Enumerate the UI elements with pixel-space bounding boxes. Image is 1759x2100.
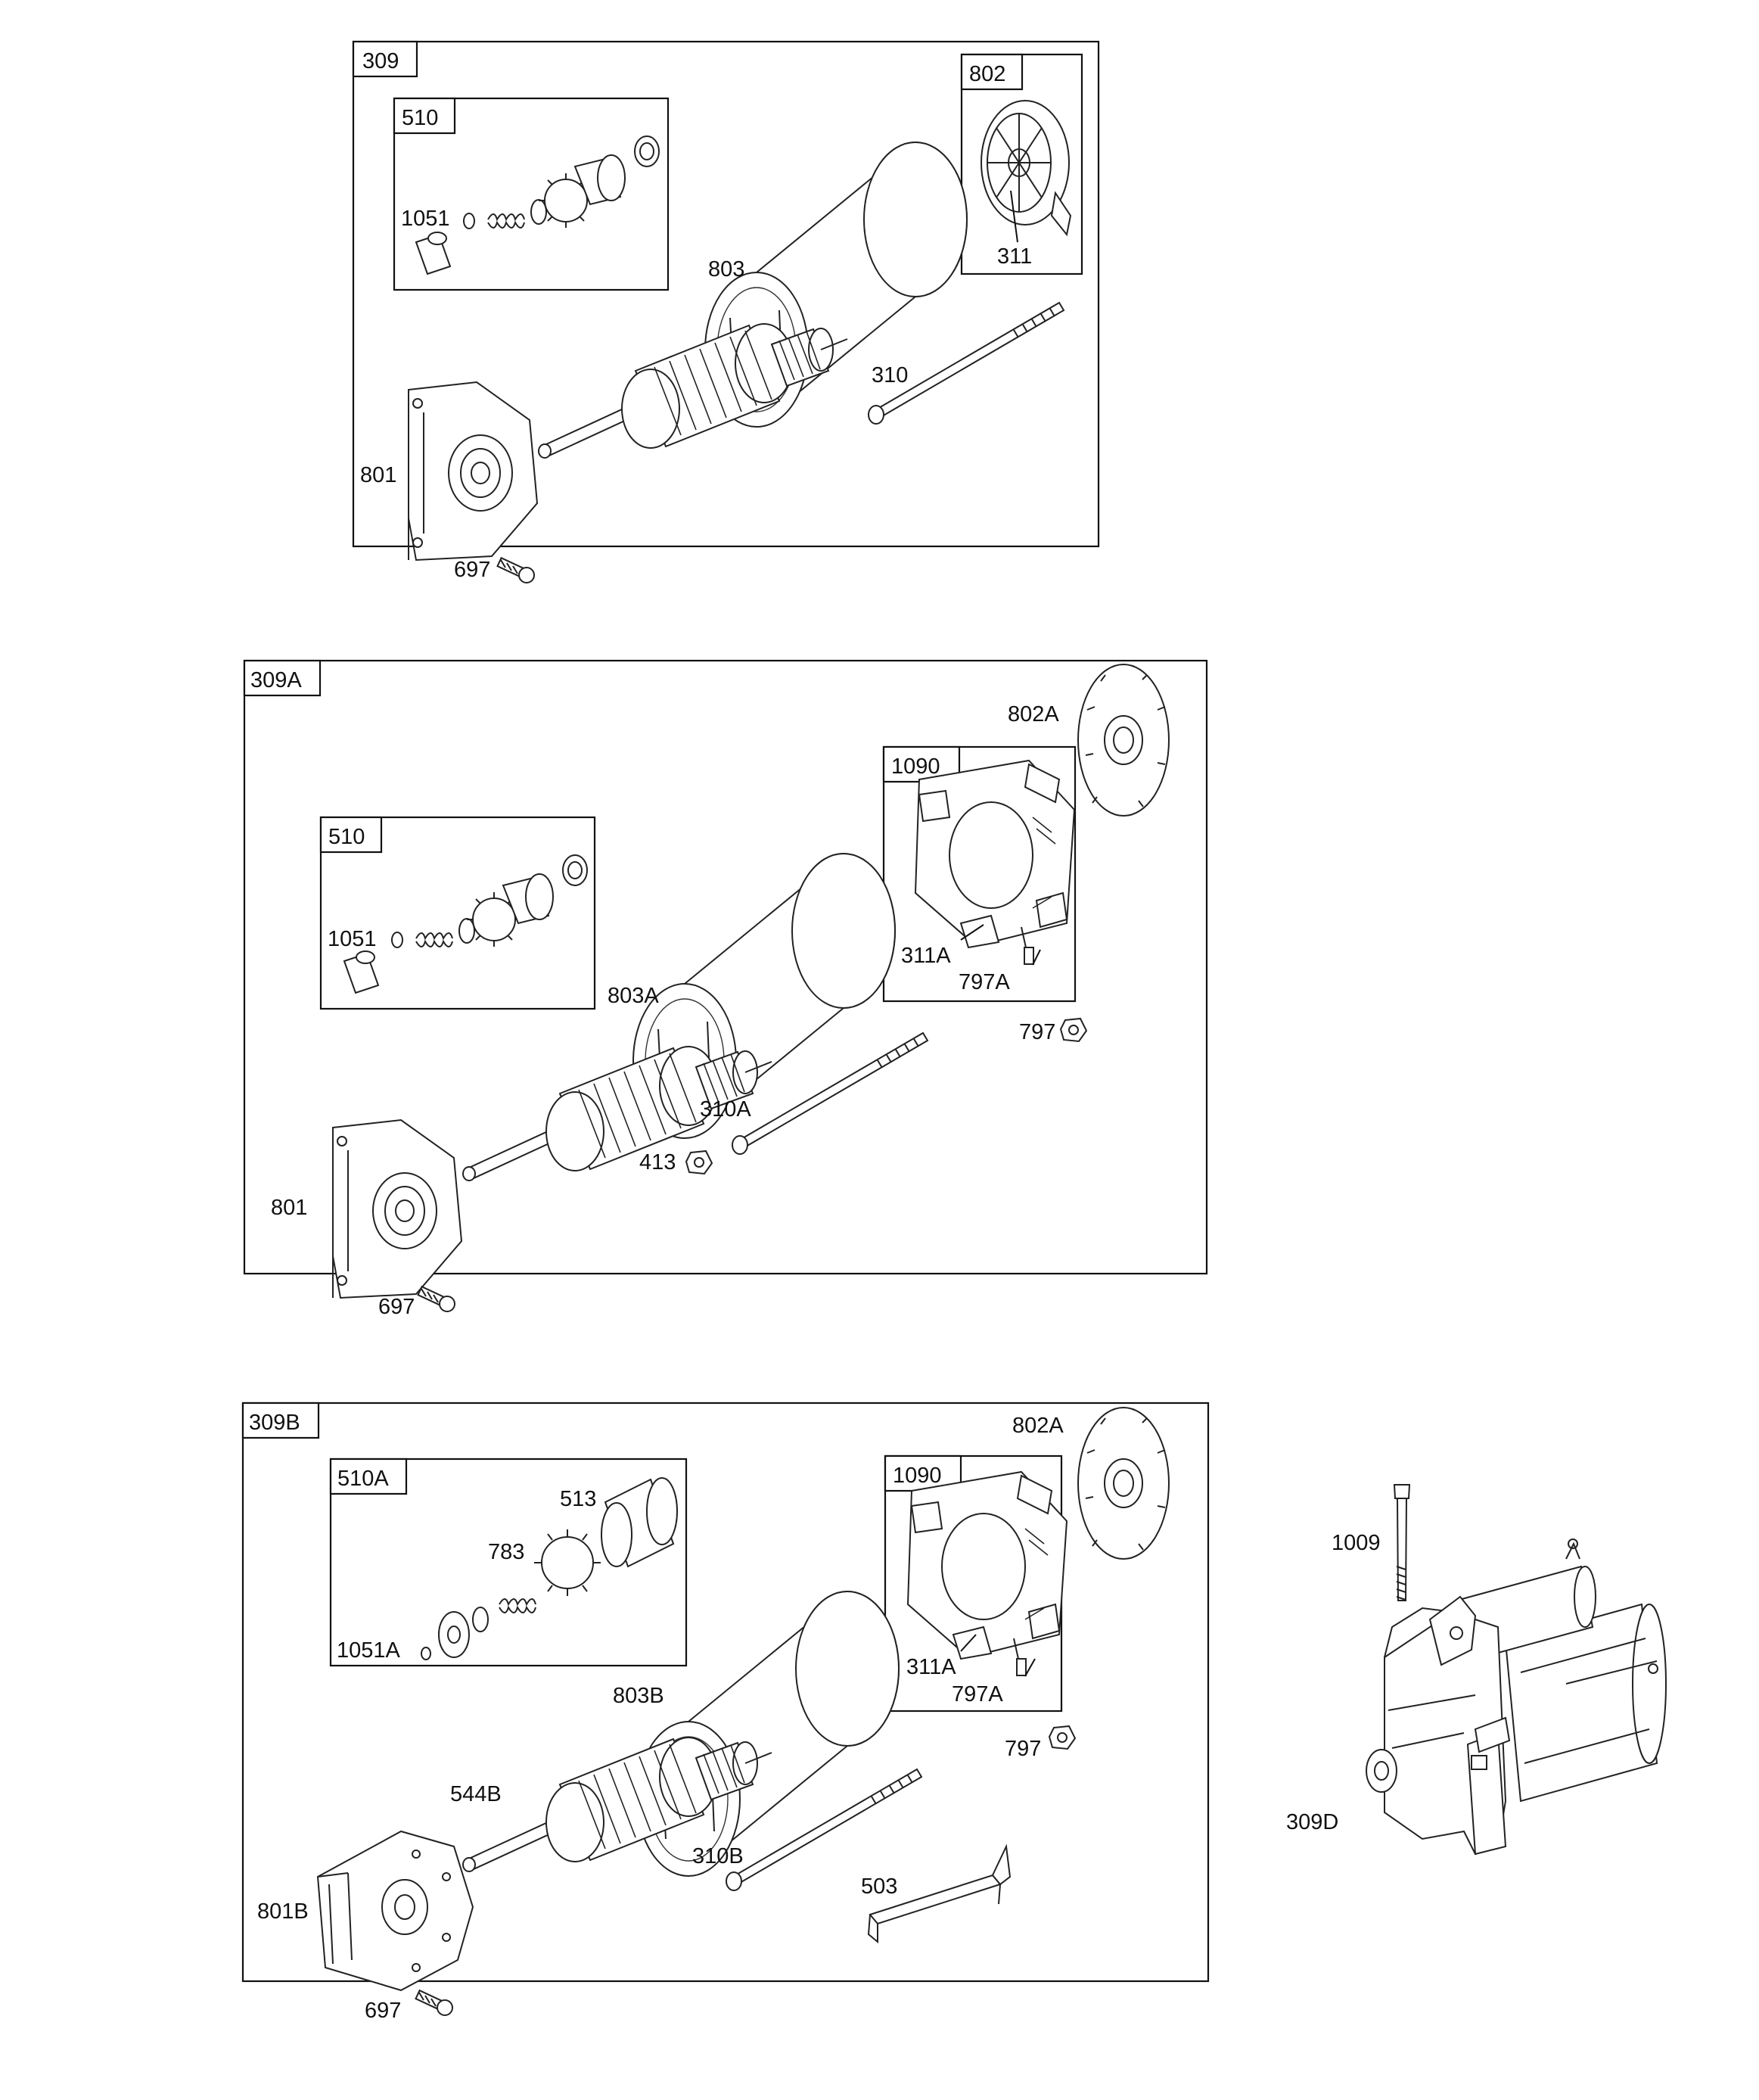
part-label-310B: 310B [692, 1844, 744, 1868]
part-label-311A: 311A [901, 944, 951, 968]
part-label-311A: 311A [906, 1655, 956, 1679]
kit-510A-tag: 510A [337, 1467, 389, 1491]
part-label-801: 801 [360, 463, 396, 487]
end-cap-drawing [1077, 664, 1170, 817]
drive-kit-drawing [421, 1477, 678, 1660]
screw-drawing [496, 557, 535, 583]
part-label-697: 697 [378, 1295, 415, 1319]
assembly-309-frame [352, 40, 1100, 548]
kit-510A-tag-box [329, 1458, 408, 1495]
assembly-309: 309 510 1051 802 311 803 310 801 [352, 40, 1100, 583]
assembly-309A-tag: 309A [250, 668, 302, 692]
part-label-802A: 802A [1012, 1414, 1064, 1438]
kit-510-tag: 510 [328, 825, 365, 849]
kit-1090-frame [882, 745, 1077, 1003]
kit-510A-frame [329, 1458, 688, 1667]
part-label-544B: 544B [450, 1782, 502, 1806]
part-label-783: 783 [488, 1540, 524, 1564]
kit-1090-tag: 1090 [891, 754, 940, 779]
end-cap-drawing [1077, 1407, 1170, 1560]
kit-510-frame [319, 816, 596, 1010]
drive-kit-drawing [415, 135, 660, 275]
kit-802-tag-box [960, 53, 1024, 91]
nut-drawing [1060, 1018, 1087, 1042]
part-label-801: 801 [271, 1196, 307, 1220]
part-label-413: 413 [639, 1150, 676, 1174]
part-label-697: 697 [454, 558, 490, 582]
kit-510-tag: 510 [402, 106, 438, 130]
kit-802-tag: 802 [969, 62, 1005, 86]
bolt-drawing [1393, 1484, 1411, 1601]
assembly-309A: 309A 510 1051 1090 311A 797A 802A 797 80… [243, 659, 1208, 1319]
assembly-309A-frame [243, 659, 1208, 1275]
part-label-503: 503 [861, 1874, 897, 1899]
part-label-803B: 803B [613, 1684, 664, 1708]
screw-drawing [417, 1286, 455, 1312]
brush-holder-drawing [915, 760, 1075, 965]
part-label-1051A: 1051A [337, 1638, 401, 1663]
brush-holder-drawing [907, 1471, 1068, 1676]
part-label-1009: 1009 [1332, 1531, 1381, 1555]
end-plate-drawing [408, 381, 538, 561]
kit-1090-tag: 1090 [893, 1464, 942, 1488]
drive-kit-drawing [343, 854, 588, 994]
assembly-309B-frame [241, 1402, 1210, 1983]
assembly-309-tag-box [352, 40, 418, 78]
part-label-1051: 1051 [401, 207, 450, 231]
end-cap-drawing [981, 100, 1072, 237]
part-label-797: 797 [1019, 1020, 1055, 1044]
part-label-311: 311 [997, 244, 1032, 269]
part-label-309D: 309D [1286, 1810, 1338, 1834]
part-label-801B: 801B [257, 1899, 309, 1924]
part-label-797A: 797A [959, 970, 1010, 994]
part-label-1051: 1051 [328, 927, 377, 951]
end-plate-drawing [332, 1119, 462, 1299]
part-label-797: 797 [1005, 1737, 1041, 1761]
part-label-803A: 803A [608, 984, 659, 1008]
part-label-803: 803 [708, 257, 744, 282]
assembly-309D: 1009 309D [1286, 1484, 1667, 1856]
brush-tool-drawing [867, 1843, 1012, 1944]
part-label-797A: 797A [952, 1682, 1003, 1706]
assembly-309B: 309B 510A 513 783 1051A 1090 311A 797A [241, 1402, 1210, 2023]
starter-motor-drawing [1366, 1538, 1667, 1856]
part-label-310: 310 [872, 363, 908, 387]
part-label-802A: 802A [1008, 702, 1059, 726]
part-label-513: 513 [560, 1487, 596, 1511]
assembly-309B-tag-box [241, 1402, 320, 1439]
kit-510-frame [393, 97, 670, 291]
assembly-309B-tag: 309B [249, 1411, 300, 1435]
screw-drawing [415, 1990, 453, 2016]
kit-510-tag-box [393, 97, 456, 135]
part-label-310A: 310A [700, 1097, 751, 1122]
motor-frame-drawing [636, 1591, 900, 1877]
kit-510-tag-box [319, 816, 383, 854]
assembly-309A-tag-box [243, 659, 322, 697]
nut-drawing [1049, 1725, 1076, 1750]
assembly-309-tag: 309 [362, 49, 399, 73]
part-label-697: 697 [365, 1999, 401, 2023]
nut-drawing [685, 1150, 713, 1174]
end-plate-drawing [316, 1830, 474, 1992]
